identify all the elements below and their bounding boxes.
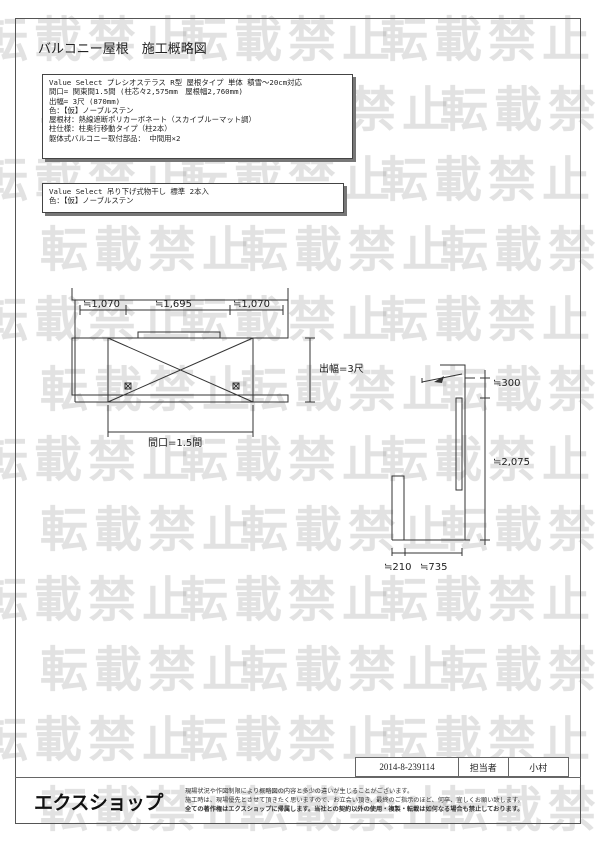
- spec-line: 躯体式バルコニー取付部品： 中間用×2: [49, 133, 181, 143]
- spec-line: 出幅= 3尺 (870mm): [49, 96, 121, 106]
- note-line: 現場状況や作図制限により概略図の内容と多少の違いが生じることがございます。: [185, 788, 414, 795]
- person-label: 担当者: [459, 758, 509, 776]
- section-dim-left: ≒210: [384, 562, 411, 573]
- depth-label: 出幅=3尺: [319, 362, 364, 375]
- footer-notes: 現場状況や作図制限により概略図の内容と多少の違いが生じることがございます。 施工…: [185, 787, 524, 814]
- spec-box-clothesline: Value Select 吊り下げ式物干し 標準 2本入 色：【仮】ノーブルステ…: [42, 183, 344, 213]
- roof-diagonal: [107, 337, 254, 403]
- spec-line: 屋根材：熱線遮断ポリカーボネート（スカイブルーマット調）: [49, 115, 256, 125]
- section-dim-height: ≒2,075: [493, 457, 530, 468]
- note-line: 施工時は、現場優先とさせて頂きたく思いますので、お立会い頂き、最終のご指示のほど…: [185, 797, 524, 804]
- spec-line: 色：【仮】ノーブルステン: [49, 105, 134, 115]
- width-label: 間口=1.5間: [148, 437, 202, 449]
- spec-line: Value Select 吊り下げ式物干し 標準 2本入: [49, 187, 209, 196]
- section-wall: [440, 364, 466, 540]
- spec-line: 間口= 関東間1.5間 (柱芯々2,575mm 屋根幅2,760mm): [49, 87, 243, 97]
- doc-number: 2014-8-239114: [356, 758, 460, 776]
- dim-text-center: ≒1,695: [155, 299, 192, 310]
- footer-divider: [15, 777, 581, 778]
- spec-line: 柱仕様：柱奥行移動タイプ（柱2本）: [49, 124, 172, 134]
- dim-text-right: ≒1,070: [233, 299, 270, 310]
- post-mark: [232, 382, 240, 390]
- title-block: 2014-8-239114 担当者 小村: [355, 757, 569, 777]
- roof-gutter: [137, 331, 221, 339]
- drawing-sheet-border: [15, 18, 581, 824]
- company-logo: エクスショップ: [34, 792, 163, 814]
- section-post: [455, 397, 463, 491]
- spec-line: 色：【仮】ノーブルステン: [49, 196, 134, 206]
- section-dim-right: ≒735: [420, 562, 447, 573]
- section-arrow: [434, 376, 444, 383]
- document-title: バルコニー屋根 施工概略図: [38, 42, 207, 57]
- note-line: 全ての著作権はエクスショップに帰属します。当社との契約以外の使用・複製・転載は如…: [185, 806, 524, 813]
- spec-line: Value Select プレシオステラス R型 屋根タイプ 単体 積雪～20c…: [49, 78, 302, 87]
- section-dim-top: ≒300: [493, 378, 520, 389]
- post-mark: [124, 382, 132, 390]
- dim-text-left: ≒1,070: [83, 299, 120, 310]
- section-balcony-post: [391, 475, 405, 540]
- plan-wall-outline: [71, 288, 289, 403]
- person-name: 小村: [529, 762, 548, 773]
- spec-box-terrace: Value Select プレシオステラス R型 屋根タイプ 単体 積雪～20c…: [42, 74, 353, 159]
